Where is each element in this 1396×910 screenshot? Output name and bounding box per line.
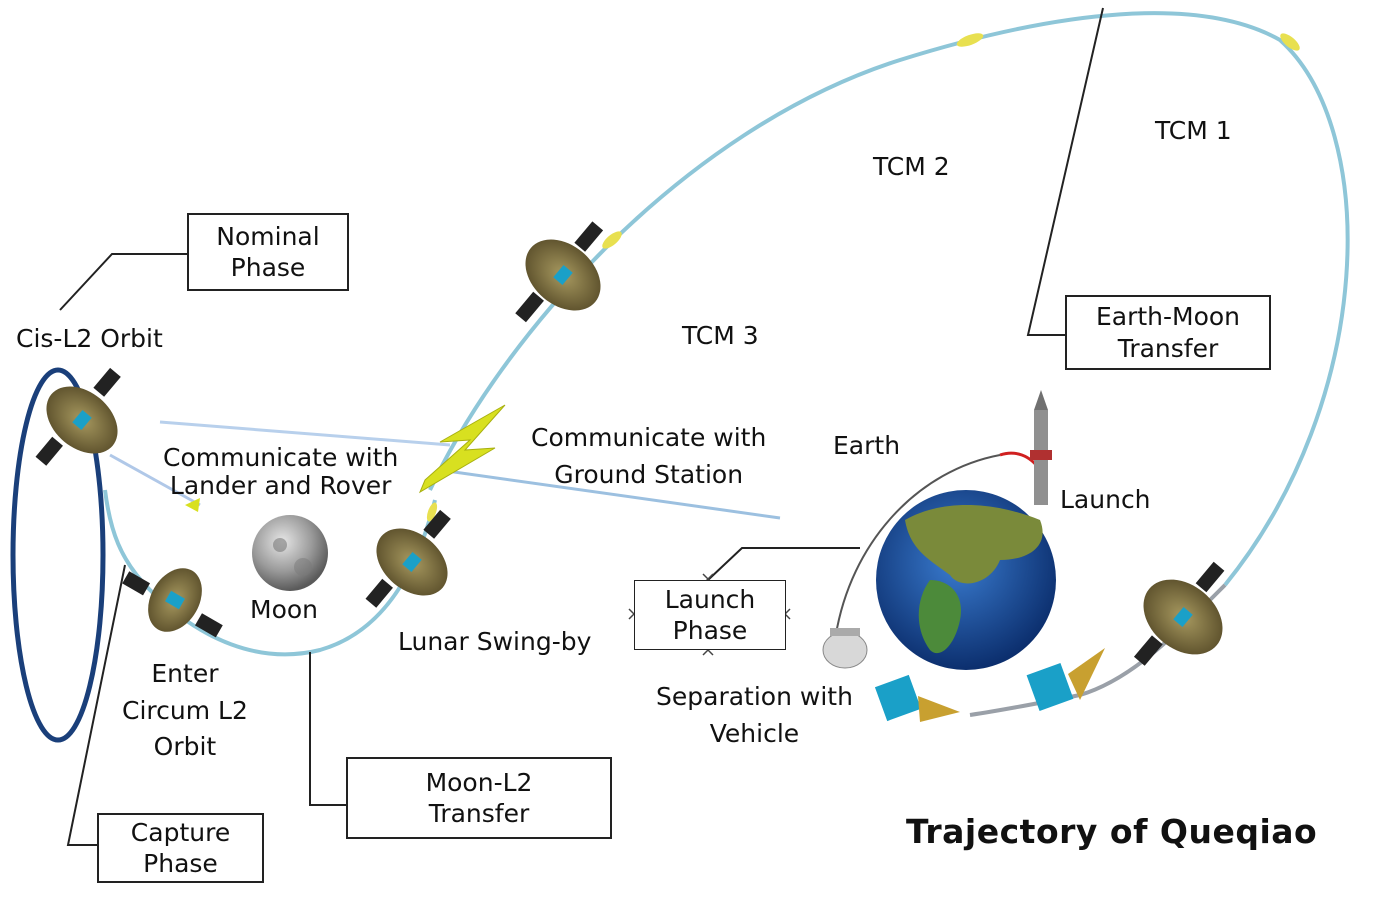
rocket — [1030, 390, 1052, 505]
upper-stage-2 — [1026, 648, 1105, 712]
tcm-marker-1 — [1280, 33, 1300, 51]
enter-circum-l2-line-2: Circum L2 — [122, 696, 248, 725]
moon-l2-transfer-line-2: Transfer — [428, 799, 530, 828]
diagram-title: Trajectory of Queqiao — [906, 812, 1318, 851]
separation-arc — [834, 454, 1001, 641]
communicate-lander-line-2: Lander and Rover — [169, 471, 392, 500]
communicate-lander-line-1: Communicate with — [163, 443, 399, 472]
nominal-phase-box: Nominal Phase — [187, 213, 349, 291]
leader-moon-l2 — [309, 652, 346, 806]
signal-bolt — [418, 404, 506, 494]
separation-line-2: Vehicle — [709, 719, 800, 748]
lunar-swingby-label: Lunar Swing-by — [398, 627, 592, 656]
communicate-ground-line-1: Communicate with — [531, 423, 767, 452]
swingby-marker — [426, 502, 438, 522]
enter-circum-l2-label: Enter Circum L2 Orbit — [122, 659, 248, 762]
separation-line-1: Separation with — [656, 682, 853, 711]
capture-phase-box: Capture Phase — [97, 813, 264, 883]
launch-phase-line-2: Phase — [672, 616, 748, 645]
tcm-marker-2 — [956, 33, 984, 47]
tcm1-label: TCM 1 — [1155, 116, 1232, 145]
beam-l2 — [159, 420, 451, 447]
nominal-phase-line-1: Nominal — [216, 221, 320, 251]
capture-phase-line-2: Phase — [143, 849, 218, 878]
separation-label: Separation with Vehicle — [656, 682, 853, 749]
cis-l2-orbit-label: Cis-L2 Orbit — [16, 324, 163, 353]
moon-l2-transfer-line-1: Moon-L2 — [425, 767, 533, 797]
moon-crater — [294, 558, 312, 576]
leader-earth-moon — [1026, 7, 1104, 336]
enter-circum-l2-line-3: Orbit — [153, 732, 217, 761]
earth-land-eurasia — [905, 505, 1043, 584]
leader-nominal — [59, 253, 188, 311]
leader-launch — [707, 547, 860, 581]
launch-label: Launch — [1060, 485, 1151, 514]
earth-moon-transfer-line-1: Earth-Moon — [1095, 302, 1241, 332]
earth-moon-transfer-line-2: Transfer — [1117, 333, 1219, 363]
tcm3-label: TCM 3 — [682, 321, 759, 350]
cis-l2-orbit — [10, 367, 106, 743]
moon-l2-transfer-box: Moon-L2 Transfer — [346, 757, 612, 839]
launch-phase-box: Launch Phase — [634, 580, 786, 650]
lander-rover-marker — [185, 498, 200, 512]
satellite-cis-l2 — [35, 367, 121, 466]
communicate-ground-line-2: Ground Station — [554, 460, 744, 489]
earth-label: Earth — [833, 431, 901, 460]
satellite-enter-l2 — [122, 568, 223, 638]
capture-phase-line-1: Capture — [130, 817, 231, 847]
leader-capture — [66, 564, 126, 846]
earth-moon-transfer-box: Earth-Moon Transfer — [1065, 295, 1271, 370]
satellite-launch — [1133, 561, 1225, 666]
beam-to-lander — [109, 453, 201, 507]
tcm-marker-3 — [602, 231, 622, 249]
moon — [252, 515, 328, 591]
launch-phase-line-1: Launch — [664, 584, 756, 614]
communicate-ground-label: Communicate with Ground Station — [531, 423, 766, 490]
moon-crater — [273, 538, 287, 552]
nominal-phase-line-2: Phase — [230, 253, 306, 282]
communicate-lander-label: Communicate with Lander and Rover — [163, 443, 398, 501]
tcm2-label: TCM 2 — [873, 152, 950, 181]
moon-label: Moon — [250, 595, 319, 624]
separated-satellite — [822, 628, 868, 669]
earth-moon-transfer-path — [428, 11, 1350, 587]
satellite-swingby — [365, 509, 451, 608]
beam-to-ground — [439, 468, 781, 520]
enter-circum-l2-line-1: Enter — [151, 659, 219, 688]
upper-stage-1 — [874, 674, 960, 722]
satellite-tcm3 — [515, 221, 604, 323]
earth-land-africa — [918, 580, 961, 654]
